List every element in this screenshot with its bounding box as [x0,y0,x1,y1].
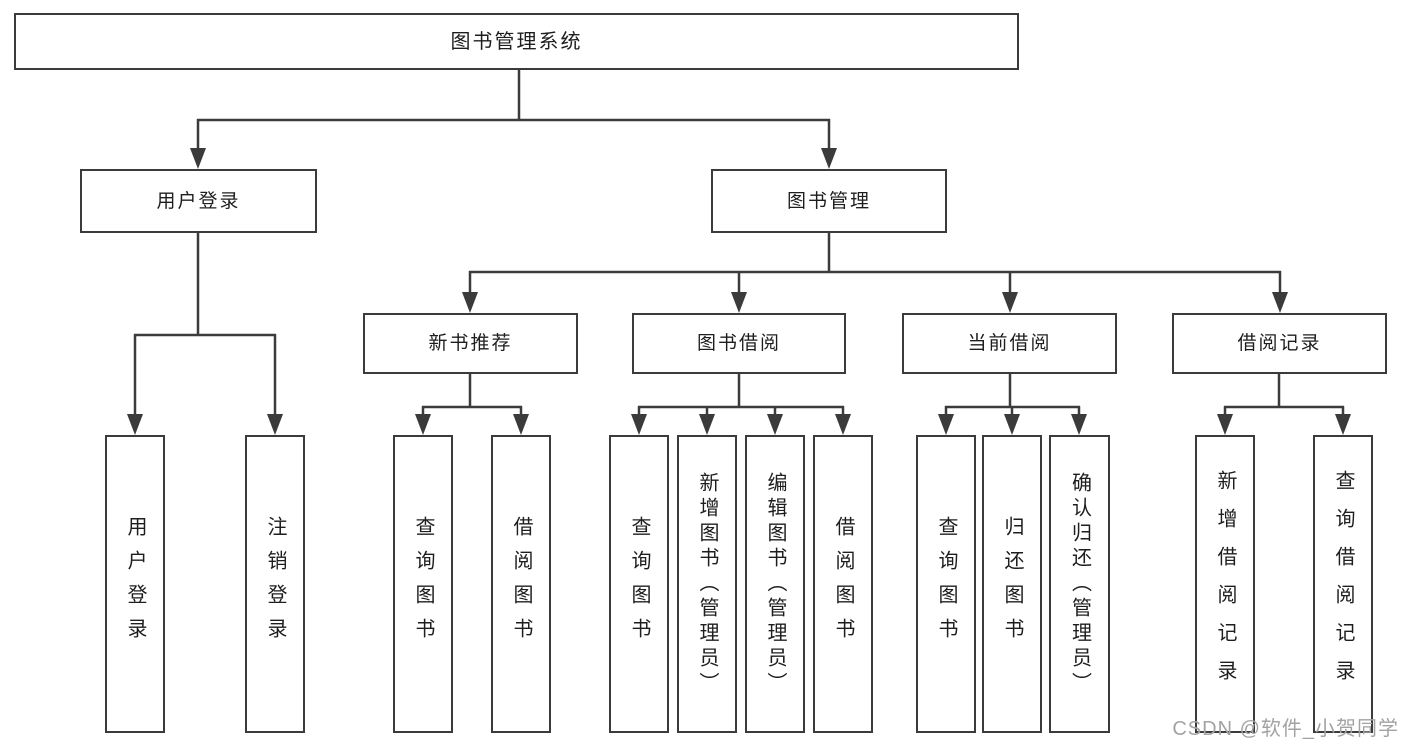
leaf-records-query-record: 查询借阅记录 [1313,435,1373,733]
leaf-current-query-books: 查询图书 [916,435,976,733]
watermark: CSDN @软件_小贺同学 [1172,718,1399,740]
node-current-borrow: 当前借阅 [902,313,1117,374]
leaf-borrow-query-books: 查询图书 [609,435,669,733]
leaf-current-return-books: 归还图书 [982,435,1042,733]
node-book-borrow: 图书借阅 [632,313,846,374]
leaf-records-add-record: 新增借阅记录 [1195,435,1255,733]
node-borrow-records: 借阅记录 [1172,313,1387,374]
node-new-book-recommend: 新书推荐 [363,313,578,374]
leaf-user-login: 用户登录 [105,435,165,733]
leaf-borrow-add-books-admin: 新增图书（管理员） [677,435,737,733]
leaf-borrow-edit-books-admin: 编辑图书（管理员） [745,435,805,733]
leaf-borrow-borrow-books: 借阅图书 [813,435,873,733]
node-book-management: 图书管理 [711,169,947,233]
leaf-newrec-borrow-books: 借阅图书 [491,435,551,733]
leaf-logout: 注销登录 [245,435,305,733]
node-library-system: 图书管理系统 [14,13,1019,70]
leaf-current-confirm-return-admin: 确认归还（管理员） [1049,435,1110,733]
leaf-newrec-query-books: 查询图书 [393,435,453,733]
node-user-login: 用户登录 [80,169,317,233]
